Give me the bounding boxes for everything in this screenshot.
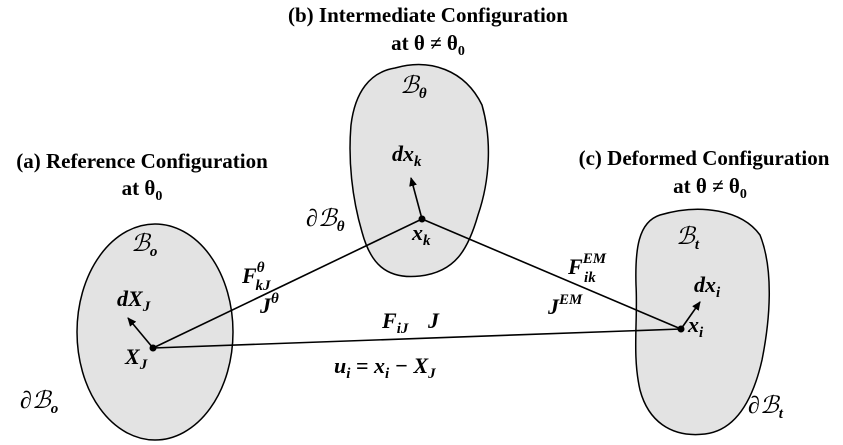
intermediate-temperature: at θ ≠ θ0 [391, 31, 465, 59]
J-total-label: J [427, 308, 440, 333]
deformed-temperature: at θ ≠ θ0 [673, 174, 747, 202]
reference-temperature: at θ0 [122, 176, 163, 204]
dX-label: dXJ [117, 286, 151, 315]
reference-body-label: ℬo [131, 231, 157, 260]
reference-body [76, 223, 234, 441]
reference-to-intermediate-line [152, 218, 423, 349]
intermediate-title: (b) Intermediate Configuration [288, 3, 568, 27]
deformed-title: (c) Deformed Configuration [579, 146, 830, 170]
deformed-body [634, 208, 770, 436]
point-xk-label: xk [411, 220, 431, 249]
reference-boundary-label: ∂ℬo [20, 388, 58, 417]
displacement-equation: ui = xi − XJ [334, 353, 436, 382]
dxk-arrow [409, 177, 423, 220]
F-total-label: FiJ [381, 308, 409, 337]
deformed-body-label: ℬt [676, 224, 700, 253]
point-X-label: XJ [124, 344, 148, 373]
J-theta-label: Jθ [259, 291, 279, 318]
intermediate-body [349, 63, 490, 278]
intermediate-boundary-label: ∂ℬθ [306, 206, 345, 235]
reference-title: (a) Reference Configuration [16, 149, 268, 173]
intermediate-body-label: ℬθ [400, 73, 427, 102]
dxk-label: dxk [392, 141, 422, 170]
intermediate-to-deformed-line [421, 218, 682, 330]
dxi-label: dxi [694, 272, 721, 301]
dxi-arrow [680, 301, 701, 330]
J-EM-label: JEM [547, 292, 583, 319]
deformed-boundary-label: ∂ℬt [748, 393, 784, 422]
dX-arrow [127, 317, 154, 349]
reference-to-deformed-line [152, 328, 682, 349]
point-xi-label: xi [687, 312, 704, 341]
